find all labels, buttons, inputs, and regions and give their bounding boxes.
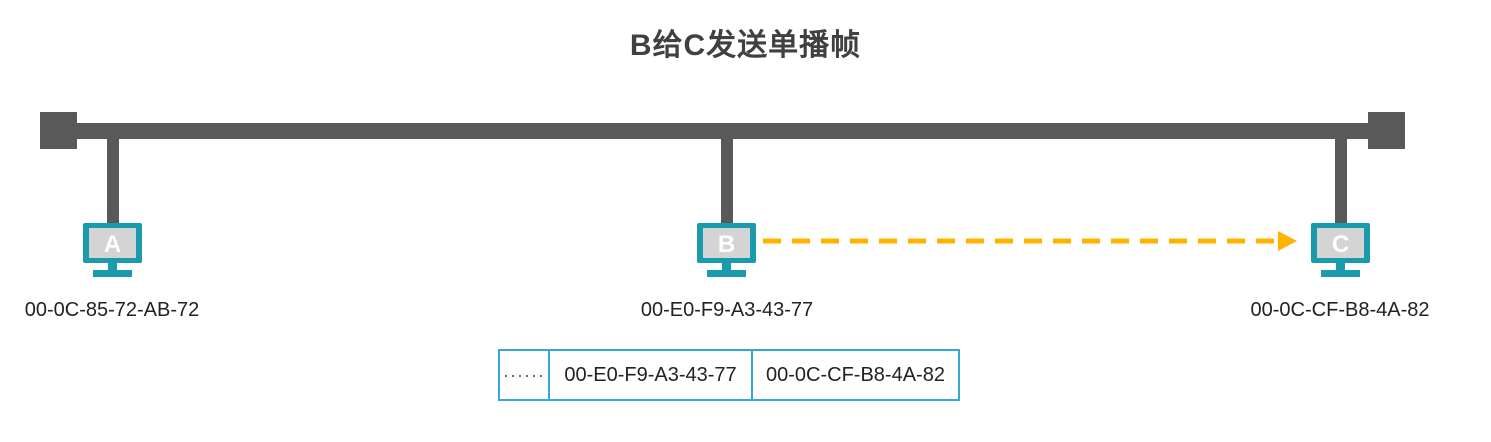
frame-destination-mac: 00-0C-CF-B8-4A-82	[766, 363, 945, 386]
host-a[interactable]: A	[83, 223, 142, 277]
drop-cable-c	[1335, 139, 1347, 223]
ethernet-frame: ······ 00-E0-F9-A3-43-77 00-0C-CF-B8-4A-…	[498, 349, 960, 401]
bus-terminator-right	[1368, 112, 1405, 149]
diagram-title: B给C发送单播帧	[629, 29, 862, 62]
mac-label-b: 00-E0-F9-A3-43-77	[640, 299, 814, 321]
drop-cable-b	[721, 139, 733, 223]
host-letter: B	[718, 231, 735, 258]
mac-label-a: 00-0C-85-72-AB-72	[24, 299, 200, 321]
frame-source-mac: 00-E0-F9-A3-43-77	[550, 351, 753, 399]
host-letter: C	[1332, 231, 1349, 258]
host-b[interactable]: B	[697, 223, 756, 277]
mac-label-c: 00-0C-CF-B8-4A-82	[1250, 299, 1430, 321]
drop-cable-a	[107, 139, 119, 223]
host-c[interactable]: C	[1311, 223, 1370, 277]
frame-other-fields: ······	[500, 351, 550, 399]
bus-cable	[60, 123, 1395, 139]
bus-terminator-left	[40, 112, 77, 149]
host-letter: A	[104, 231, 121, 258]
unicast-arrow	[763, 231, 1297, 251]
